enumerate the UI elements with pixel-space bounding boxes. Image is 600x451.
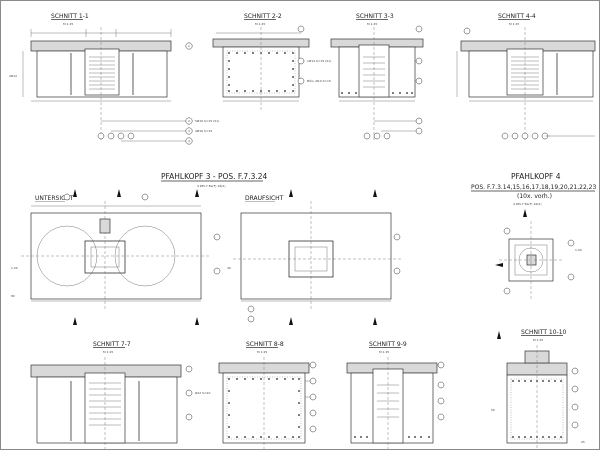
pfahlkopf-3-title: PFAHLKOPF 3 - POS. F.7.3.24	[161, 172, 268, 181]
section-scale-8-8: M 1:25	[257, 350, 267, 354]
tag-4: 4	[188, 139, 190, 143]
bar-label-e: BÜG. Ø10 S=15	[307, 78, 331, 83]
dim-d6: 25	[581, 440, 585, 444]
dim-d4: 1.00	[575, 248, 582, 252]
section-scale-1-1: M 1:25	[63, 22, 73, 26]
section-title-1-1: SCHNITT 1-1	[51, 13, 89, 20]
section-scale-3-3: M 1:25	[367, 22, 377, 26]
tag-2: 2	[188, 119, 190, 123]
section-3-3-drawing	[330, 25, 424, 141]
bar-label-d: 1Ø14 S=15 (S1)	[307, 58, 331, 63]
section-title-8-8: SCHNITT 8-8	[246, 341, 284, 348]
section-1-1-drawing: 2Ø12 1 2 3 4 5Ø16 S=15 (S1) 4Ø16 S=15	[9, 27, 219, 145]
section-scale-7-7: M 1:25	[103, 350, 113, 354]
section-9-9-drawing	[346, 357, 445, 449]
section-title-7-7: SCHNITT 7-7	[93, 341, 131, 348]
section-4-4-drawing	[456, 27, 596, 141]
bar-label-b: 4Ø16 S=15	[195, 128, 212, 133]
tag-1: 1	[188, 44, 190, 48]
section-scale-4-4: M 1:25	[509, 22, 519, 26]
draufsicht-label: DRAUFSICHT	[245, 195, 284, 202]
pfahlkopf-3-ref: 4 REI-7 BL(F) 16(2)	[197, 184, 226, 188]
bar-label: 2Ø12	[9, 73, 17, 78]
section-title-9-9: SCHNITT 9-9	[369, 341, 407, 348]
bar-label-a: 5Ø16 S=15 (S1)	[195, 118, 219, 123]
dim-d3: 40	[227, 266, 231, 270]
section-2-2-drawing: 1Ø14 S=15 (S1) BÜG. Ø10 S=15	[212, 25, 331, 111]
bar-label-f: Ø12 S=20	[195, 390, 210, 395]
pfahlkopf-4-pos: POS. F.7.3.14,15,16,17,18,19,20,21,22,23	[471, 184, 597, 191]
section-title-2-2: SCHNITT 2-2	[244, 13, 282, 20]
section-8-8-drawing	[218, 357, 317, 449]
dim-d2: 80	[11, 294, 15, 298]
dim-d5: 50	[491, 408, 495, 412]
pfahlkopf-4-title: PFAHLKOPF 4	[511, 172, 561, 181]
section-7-7-drawing: Ø12 S=20	[30, 357, 210, 449]
pfahlkopf-4-note: (10x. vorh.)	[517, 193, 552, 200]
section-scale-9-9: M 1:25	[379, 350, 389, 354]
section-10-10-drawing: 50 25	[491, 331, 585, 449]
section-scale-10-10: M 1:25	[533, 338, 543, 342]
draufsicht-plan: 40	[227, 189, 401, 325]
untersicht-plan: 1.20 80	[11, 189, 221, 325]
tag-3: 3	[188, 129, 190, 133]
pfahlkopf-4-plan: 1.00	[495, 209, 582, 301]
pfahlkopf-4-ref: 4 REI-7 BL(F) 16(2)	[513, 202, 542, 206]
untersicht-label: UNTERSICHT	[35, 195, 74, 202]
section-title-3-3: SCHNITT 3-3	[356, 13, 394, 20]
section-title-10-10: SCHNITT 10-10	[521, 329, 567, 336]
section-scale-2-2: M 1:25	[255, 22, 265, 26]
section-title-4-4: SCHNITT 4-4	[498, 13, 536, 20]
dim-d1: 1.20	[11, 266, 18, 270]
